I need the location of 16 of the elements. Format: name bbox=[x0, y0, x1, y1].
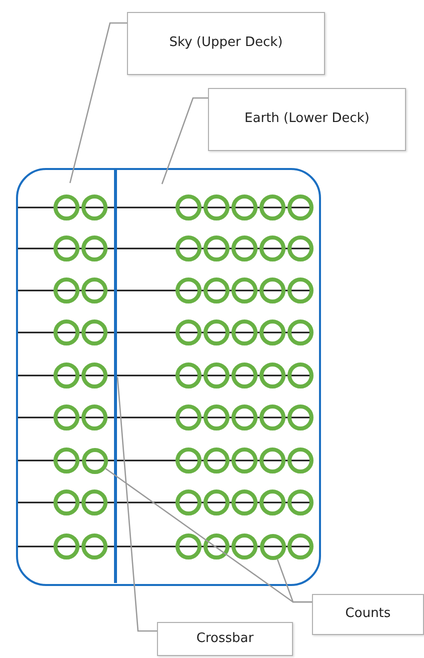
leader-line bbox=[116, 376, 157, 632]
crossbar bbox=[114, 170, 117, 583]
leader-line bbox=[276, 559, 312, 603]
callout-label: Counts bbox=[345, 605, 391, 624]
callout-box bbox=[208, 88, 406, 151]
callout-label: Earth (Lower Deck) bbox=[244, 110, 370, 128]
leader-line bbox=[161, 97, 208, 184]
callout-label: Crossbar bbox=[196, 630, 254, 648]
bead bbox=[258, 532, 286, 560]
leader-line bbox=[69, 22, 127, 184]
callout-box bbox=[312, 594, 424, 635]
abacus-frame bbox=[16, 168, 321, 586]
callout-label: Sky (Upper Deck) bbox=[169, 34, 283, 52]
callout-box bbox=[127, 12, 325, 75]
bead bbox=[80, 446, 108, 474]
callout-box bbox=[157, 622, 293, 656]
